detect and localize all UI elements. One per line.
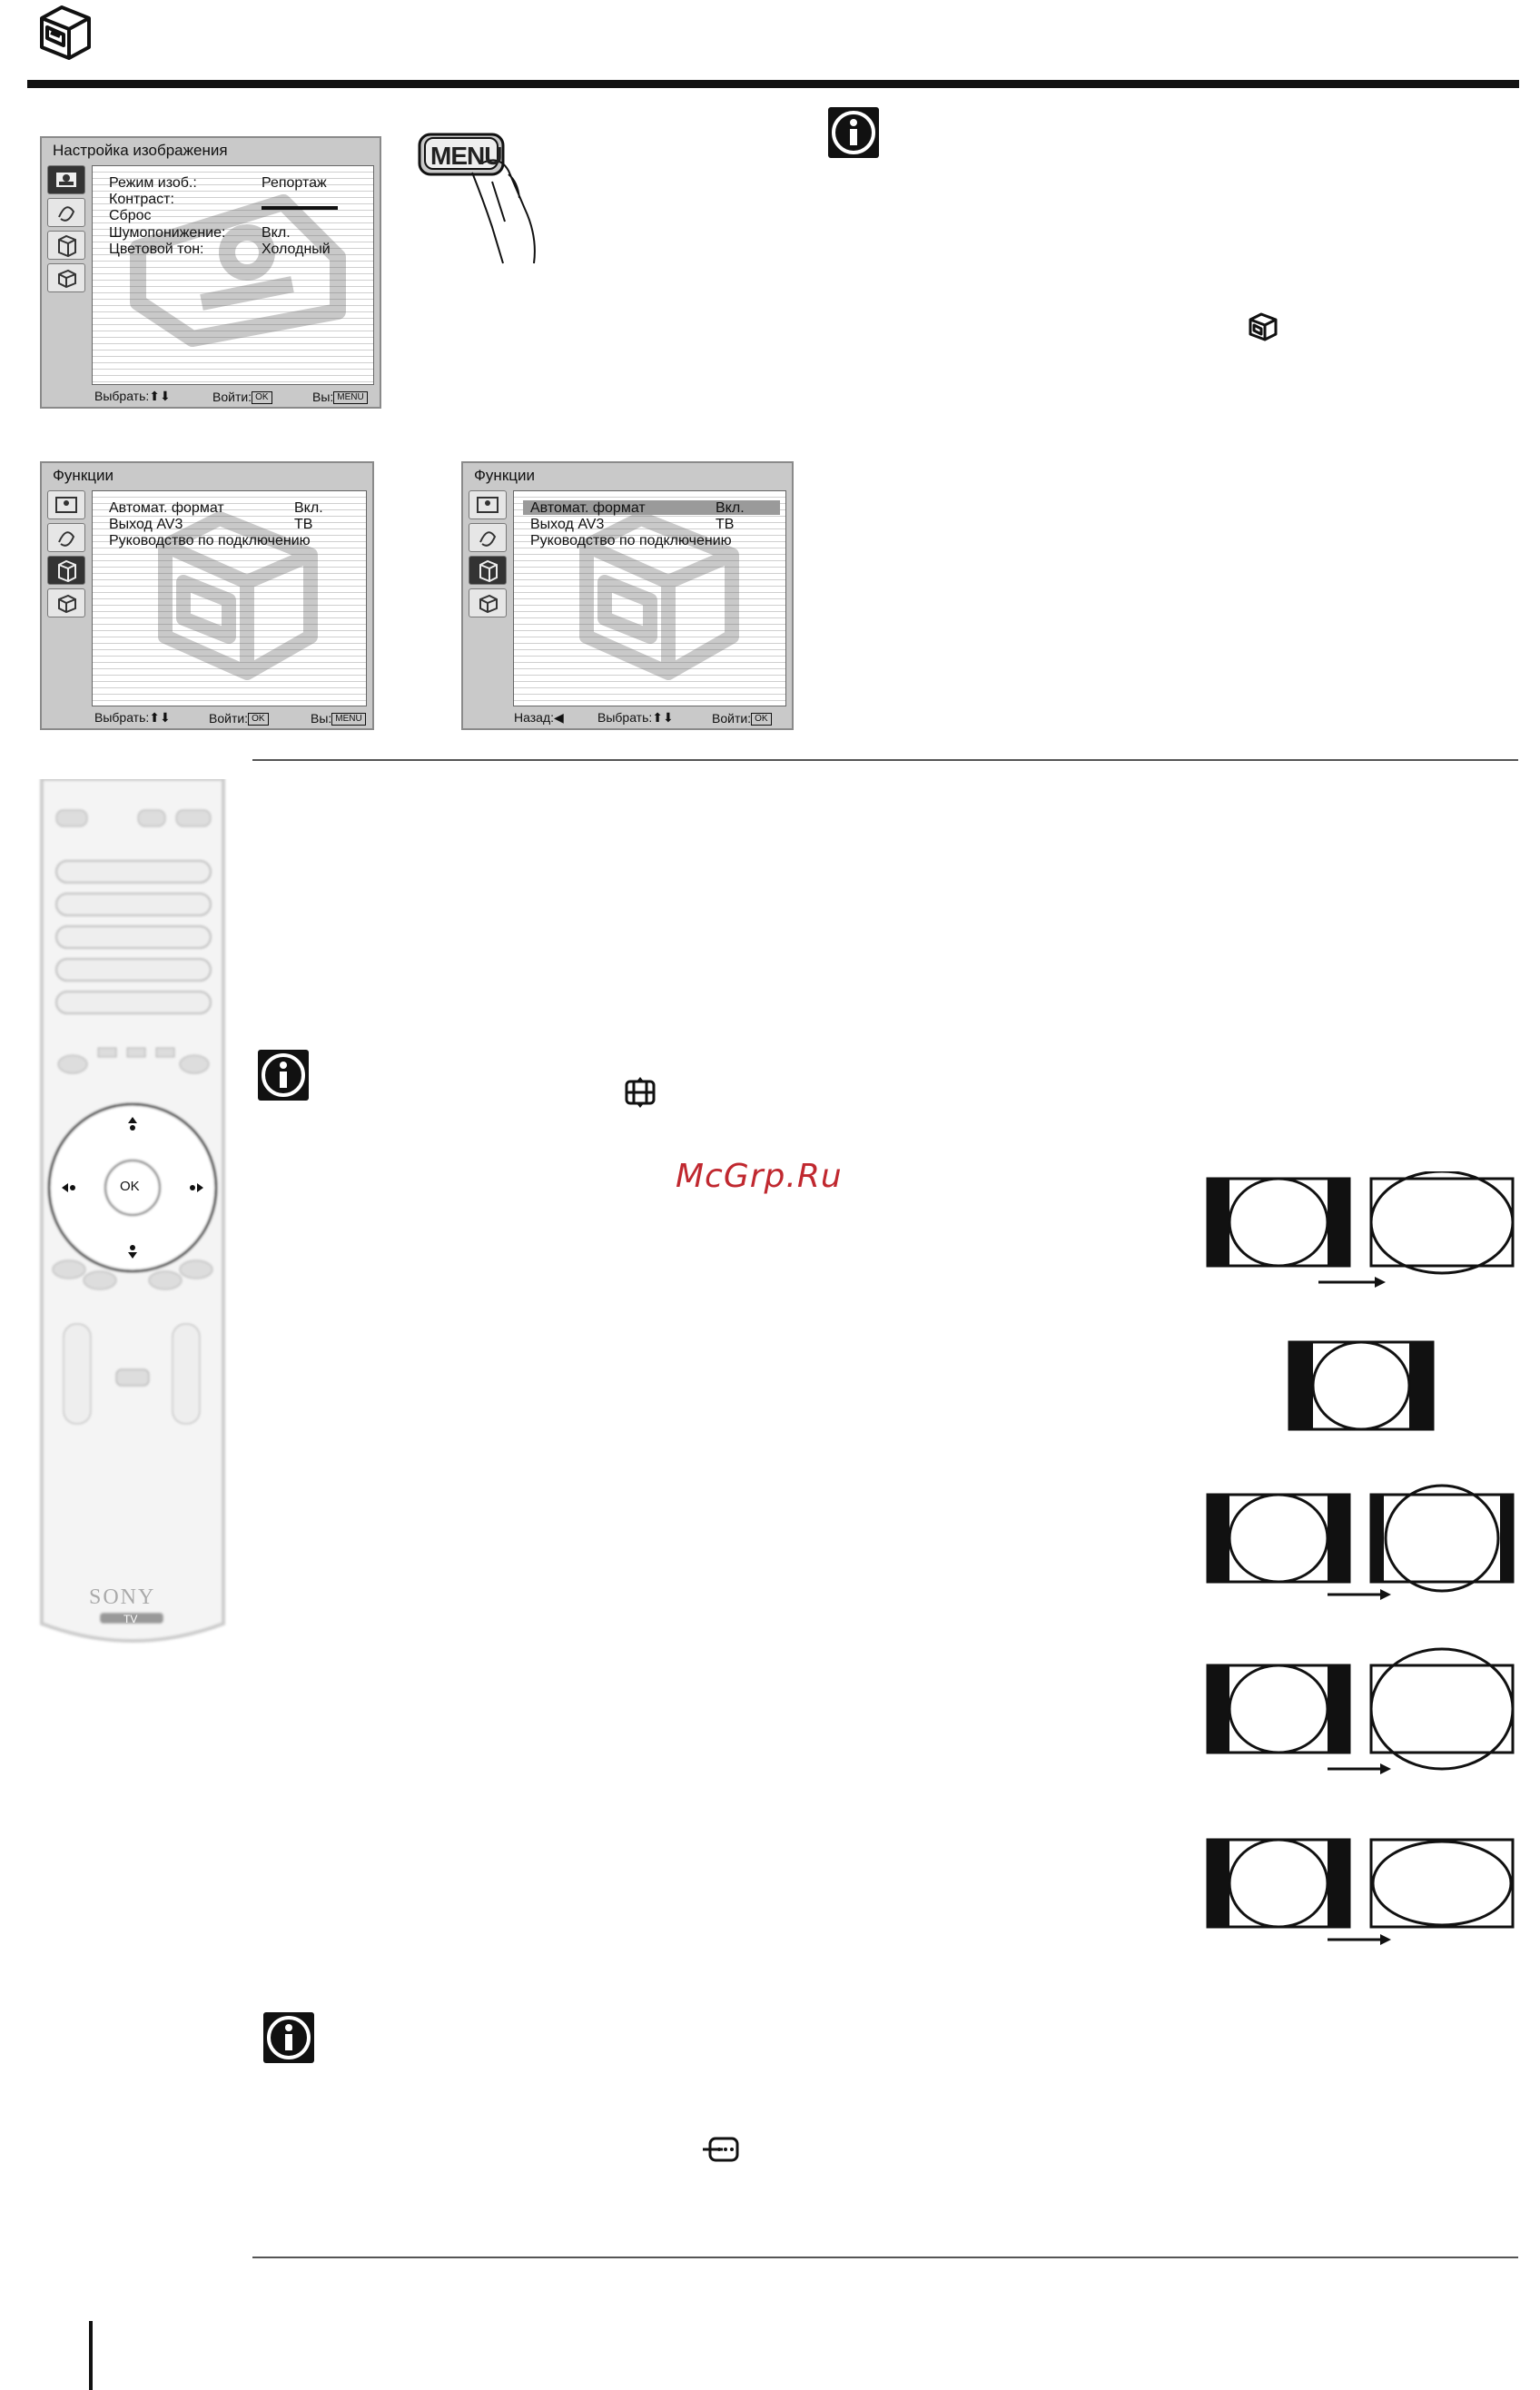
footer-select: Выбрать:⬆⬇: [94, 389, 171, 404]
features-tab-icon[interactable]: [47, 556, 85, 585]
aspect-diagram-wide: [1206, 1834, 1518, 1952]
menu-row-label[interactable]: Сброс: [109, 208, 152, 223]
picture-tab-icon[interactable]: [469, 490, 507, 519]
footer-select-label: Выбрать:: [94, 710, 150, 725]
menu-row-value: ТВ: [716, 517, 735, 532]
menu-button-illustration: MENU: [418, 127, 572, 272]
updown-keys-icon: ⬆⬇: [149, 389, 171, 403]
features-inline-icon: [1248, 311, 1278, 348]
aspect-diagram-4-3: [1288, 1338, 1436, 1433]
menu-row-label[interactable]: Цветовой тон:: [109, 242, 204, 257]
input-select-icon: [701, 2134, 743, 2169]
footer-back-label: Назад:: [514, 710, 555, 725]
picture-adjustment-screen: Настройка изображения Режим изоб.: Репор: [40, 136, 381, 409]
picture-watermark-icon: [120, 193, 356, 352]
footer-exit: Вы:MENU: [311, 711, 366, 726]
screen-title: Функции: [474, 467, 535, 484]
features-watermark-icon: [568, 500, 750, 686]
menu-row-label[interactable]: Выход AV3: [530, 517, 605, 532]
wide-mode-icon: [621, 1077, 659, 1112]
remote-brand: SONY: [89, 1585, 156, 1609]
screen-title: Настройка изображения: [53, 142, 228, 159]
menu-key: MENU: [331, 713, 366, 726]
menu-row-value: Вкл.: [294, 500, 323, 516]
contrast-slider[interactable]: [262, 206, 338, 210]
remote-control-illustration: OK SONY TV: [36, 777, 229, 1651]
menu-button-label[interactable]: MENU: [430, 142, 502, 170]
remote-tv-label: TV: [123, 1613, 138, 1625]
screen-title: Функции: [53, 467, 114, 484]
footer-back: Назад:◀: [514, 710, 564, 726]
menu-row-value: Репортаж: [262, 175, 327, 191]
features-menu-icon: [36, 2, 96, 62]
sound-tab-icon[interactable]: [469, 523, 507, 552]
menu-row-value: Вкл.: [262, 225, 291, 241]
footer-select: Выбрать:⬆⬇: [597, 710, 674, 726]
menu-row-value: ТВ: [294, 517, 313, 532]
setup-tab-icon[interactable]: [47, 263, 85, 292]
header-rule: [27, 80, 1519, 88]
sound-tab-icon[interactable]: [47, 198, 85, 227]
ok-key: OK: [751, 713, 772, 726]
footer-select-label: Выбрать:: [597, 710, 653, 725]
section-divider: [252, 2257, 1518, 2258]
menu-row-label[interactable]: Руководство по подключению: [530, 533, 732, 548]
aspect-diagram-smart: [1206, 1171, 1518, 1299]
features-screen-highlighted: Функции Автомат. формат: [461, 461, 794, 730]
menu-sidebar: [45, 490, 87, 706]
info-icon: [828, 107, 879, 158]
sound-tab-icon[interactable]: [47, 523, 85, 552]
footer-enter: Войти:OK: [712, 711, 772, 726]
footer-enter: Войти:OK: [212, 390, 272, 404]
footer-enter: Войти:OK: [209, 711, 269, 726]
menu-row-label[interactable]: Автомат. формат: [530, 500, 646, 516]
menu-panel: Автомат. формат Вкл. Выход AV3 ТВ Руково…: [513, 490, 786, 706]
footer-enter-label: Войти:: [209, 710, 249, 726]
menu-row-label[interactable]: Режим изоб.:: [109, 175, 197, 191]
info-icon: [263, 2012, 314, 2063]
menu-key: MENU: [333, 391, 368, 404]
menu-row-value: Вкл.: [716, 500, 745, 516]
menu-panel: Автомат. формат Вкл. Выход AV3 ТВ Руково…: [92, 490, 367, 706]
features-tab-icon[interactable]: [47, 231, 85, 260]
menu-row-label[interactable]: Выход AV3: [109, 517, 183, 532]
features-tab-icon[interactable]: [469, 556, 507, 585]
menu-panel: Режим изоб.: Репортаж Контраст: Сброс Шу…: [92, 165, 374, 385]
setup-tab-icon[interactable]: [47, 588, 85, 617]
picture-tab-icon[interactable]: [47, 490, 85, 519]
menu-row-label[interactable]: Контраст:: [109, 192, 174, 207]
menu-sidebar: [467, 490, 508, 706]
menu-row-label[interactable]: Шумопонижение:: [109, 225, 226, 241]
site-watermark: McGrp.Ru: [676, 1158, 843, 1195]
selection-highlight: [523, 500, 780, 515]
remote-ok-button[interactable]: OK: [120, 1179, 140, 1194]
features-screen: Функции Автомат. формат Вкл.: [40, 461, 374, 730]
footer-exit: Вы:MENU: [312, 390, 368, 404]
menu-row-value: Холодный: [262, 242, 331, 257]
footer-enter-label: Войти:: [212, 389, 252, 404]
footer-select: Выбрать:⬆⬇: [94, 710, 171, 726]
ok-key: OK: [248, 713, 269, 726]
menu-sidebar: [45, 165, 87, 385]
ok-key: OK: [252, 391, 272, 404]
menu-row-label[interactable]: Руководство по подключению: [109, 533, 311, 548]
footer-exit-label: Вы:: [311, 710, 332, 726]
aspect-diagram-14-9: [1206, 1482, 1518, 1609]
footer-enter-label: Войти:: [712, 710, 752, 726]
section-divider: [252, 759, 1518, 761]
margin-bar: [89, 2321, 93, 2390]
menu-row-label[interactable]: Автомат. формат: [109, 500, 224, 516]
updown-keys-icon: ⬆⬇: [149, 710, 171, 725]
aspect-diagram-zoom: [1206, 1647, 1518, 1783]
features-watermark-icon: [147, 500, 329, 686]
left-key-icon: ◀: [554, 710, 564, 725]
picture-tab-icon[interactable]: [47, 165, 85, 194]
info-icon: [258, 1050, 309, 1101]
updown-keys-icon: ⬆⬇: [652, 710, 674, 725]
footer-exit-label: Вы:: [312, 389, 334, 404]
setup-tab-icon[interactable]: [469, 588, 507, 617]
footer-select-label: Выбрать:: [94, 389, 150, 403]
